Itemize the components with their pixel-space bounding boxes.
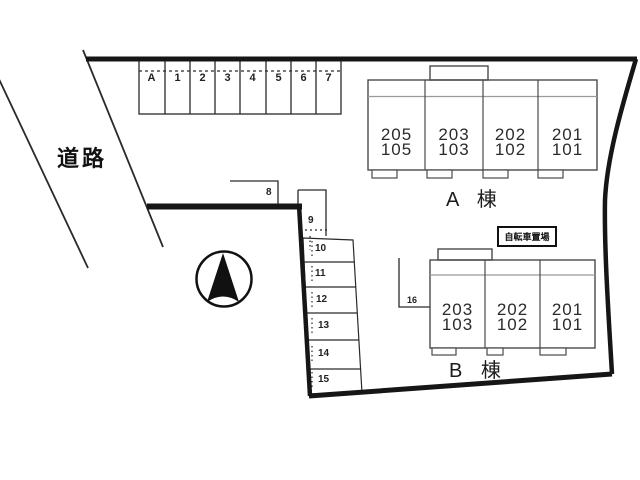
parking-space-label-15: 15 [318, 374, 330, 385]
unit-upper-number: 202 [494, 124, 527, 144]
parking-column-outline [302, 237, 363, 395]
building-b-name: B 棟 [449, 360, 503, 382]
parking-space-label-2: 2 [199, 72, 206, 84]
parking-space-label-8: 8 [266, 187, 272, 198]
unit-lower-number: 102 [496, 315, 529, 334]
building-a-name: A 棟 [446, 189, 499, 211]
parking-space-label-14: 14 [318, 348, 330, 359]
building-b-unit-202-102: 202 102 [485, 301, 540, 333]
boundary-parking-column-left [296, 204, 313, 397]
building-b-unit-201-101: 201 101 [540, 301, 595, 333]
unit-upper-number: 202 [496, 299, 529, 319]
road-left-edge [0, 79, 89, 269]
parking-space-8-outline [230, 180, 279, 206]
building-a-unit-202-102: 202 102 [483, 126, 538, 158]
building-a-outline [367, 65, 598, 179]
parking-space-label-10: 10 [315, 243, 327, 254]
parking-space-label-12: 12 [316, 294, 328, 305]
bicycle-shed-label: 自転車置場 [497, 226, 557, 247]
parking-space-9-outline [297, 189, 328, 250]
parking-space-label-6: 6 [300, 72, 307, 84]
parking-space-label-4: 4 [249, 72, 256, 84]
parking-space-label-1: 1 [174, 72, 181, 84]
building-a-unit-205-105: 205 105 [368, 126, 425, 158]
parking-space-label-13: 13 [318, 320, 330, 331]
parking-space-label-3: 3 [224, 72, 231, 84]
unit-upper-number: 205 [380, 124, 413, 144]
north-arrow-icon [195, 250, 253, 308]
road-right-edge [82, 49, 164, 248]
road-label: 道路 [57, 146, 108, 171]
parking-space-label-11: 11 [315, 268, 326, 279]
building-a-unit-201-101: 201 101 [538, 126, 597, 158]
unit-lower-number: 102 [494, 140, 527, 159]
parking-row [138, 59, 342, 115]
site-boundary [86, 56, 639, 399]
parking-space-label-5: 5 [275, 72, 282, 84]
parking-space-label-a: A [147, 72, 156, 84]
unit-lower-number: 101 [551, 315, 584, 334]
unit-lower-number: 103 [441, 315, 474, 334]
boundary-right [602, 58, 639, 375]
unit-upper-number: 203 [438, 124, 470, 144]
unit-upper-number: 201 [551, 299, 584, 319]
building-a-roof-box [429, 65, 489, 81]
boundary-bottom [308, 371, 613, 399]
parking-space-16-outline [398, 258, 430, 308]
bicycle-shed-text: 自転車置場 [504, 232, 550, 242]
unit-upper-number: 201 [551, 124, 584, 144]
building-b-roof-box [437, 248, 493, 261]
parking-space-label-7: 7 [325, 72, 332, 84]
building-b-entry-tabs [431, 347, 567, 356]
unit-lower-number: 103 [438, 140, 470, 159]
parking-space-label-16: 16 [407, 295, 418, 305]
parking-space-label-9: 9 [308, 215, 314, 226]
building-b-unit-203-103: 203 103 [430, 301, 485, 333]
building-a-unit-203-103: 203 103 [425, 126, 483, 158]
unit-upper-number: 203 [441, 299, 474, 319]
unit-lower-number: 105 [380, 140, 413, 159]
building-a-entry-tabs [371, 169, 564, 179]
building-b-outline [429, 248, 596, 356]
unit-lower-number: 101 [551, 140, 584, 159]
